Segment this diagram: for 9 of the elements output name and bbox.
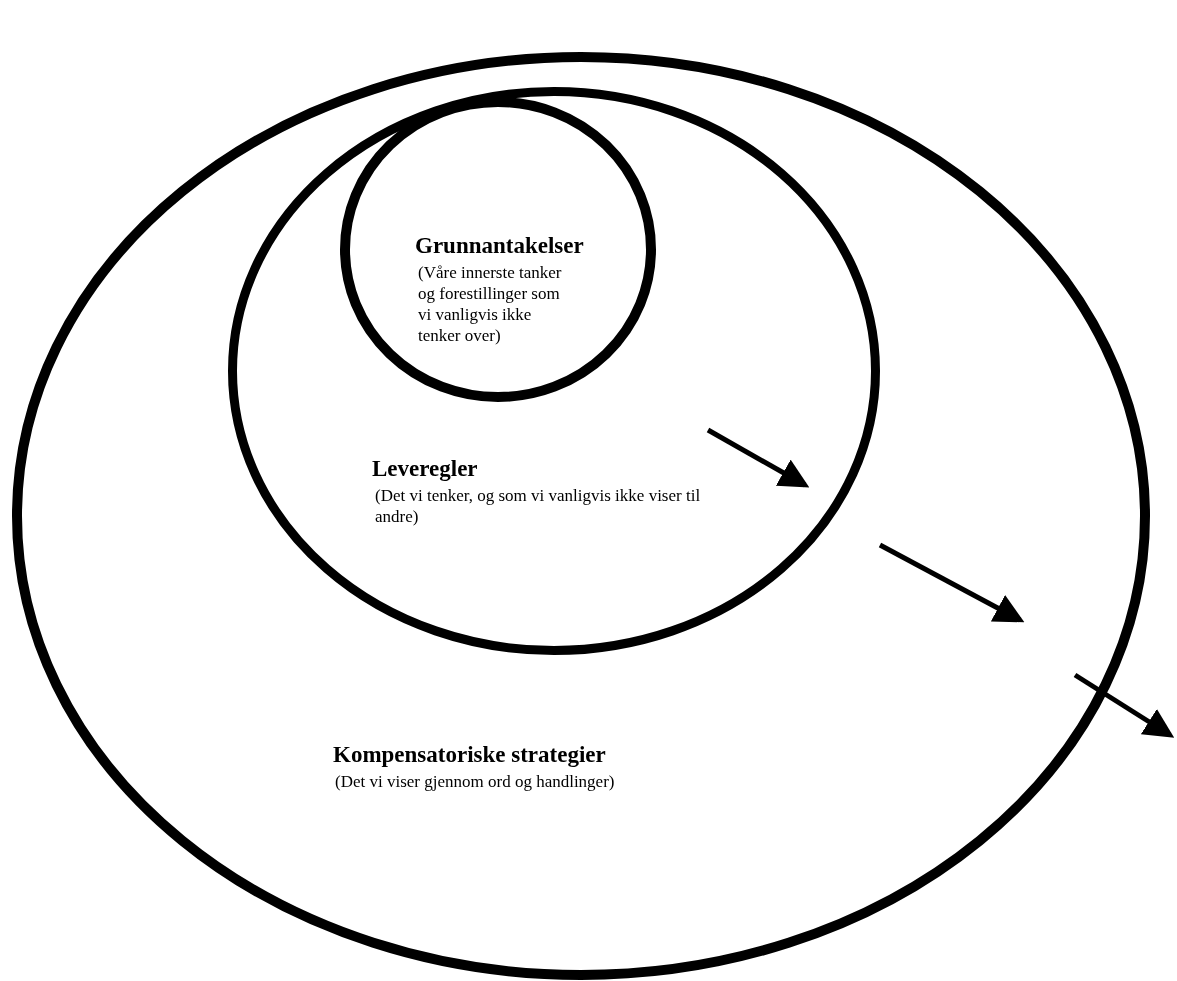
description-text: (Det vi tenker, og som vi vanligvis ikke viser til andre) [375, 485, 702, 527]
layer-ellipse [12, 52, 1150, 980]
layer-ellipse [228, 87, 880, 655]
description-text: (Våre innerste tanker og forestillinger som vi vanligvis ikke tenker over) [418, 262, 563, 346]
heading-text: Leveregler [372, 456, 479, 482]
heading-text: Grunnantakelser [415, 233, 585, 259]
heading-text: Kompensatoriske strategier [333, 742, 607, 768]
description-text: (Det vi viser gjennom ord og handlinger) [335, 771, 616, 792]
layer-ellipse [340, 97, 656, 402]
